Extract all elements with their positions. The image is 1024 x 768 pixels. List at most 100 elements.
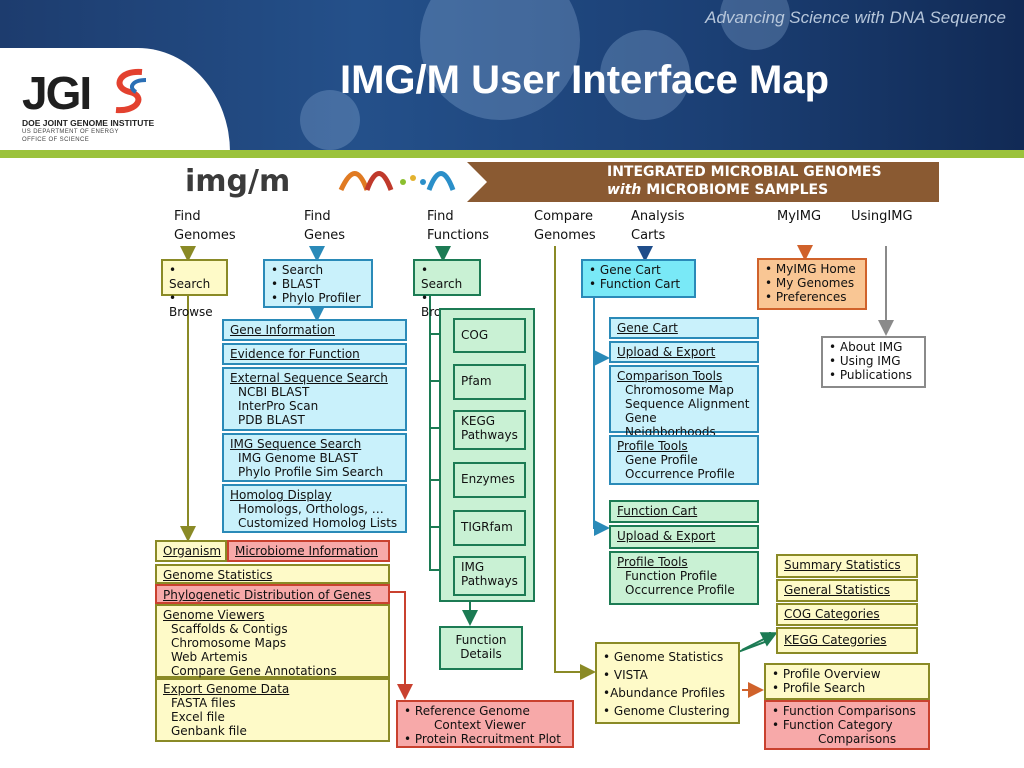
sequence-alignment-link[interactable]: Sequence Alignment (625, 397, 750, 411)
gene-profile-link[interactable]: Gene Profile (625, 453, 698, 467)
comparison-tools-box: Comparison Tools Chromosome Map Sequence… (609, 365, 759, 439)
pfam-link[interactable]: Pfam (453, 364, 526, 400)
genome-clustering-link[interactable]: • Genome Clustering (603, 704, 730, 718)
homologs-orthologs-link[interactable]: Homologs, Orthologs, … (238, 502, 384, 516)
vista-link[interactable]: • VISTA (603, 668, 648, 682)
phylo-profile-sim-search-link[interactable]: Phylo Profile Sim Search (238, 465, 384, 479)
reference-genome-box: • Reference Genome Context Viewer • Prot… (396, 700, 574, 748)
myimg-home-link[interactable]: • MyIMG Home (765, 262, 856, 276)
browse-genomes-link[interactable]: • Browse (169, 291, 213, 319)
chromosome-maps-link[interactable]: Chromosome Maps (171, 636, 287, 650)
external-sequence-search-link[interactable]: External Sequence Search (230, 371, 388, 385)
banner-line2-prefix: with (607, 182, 642, 198)
profile-search-link[interactable]: • Profile Search (772, 681, 866, 695)
compare-genomes-box: • Genome Statistics • VISTA •Abundance P… (595, 642, 740, 724)
evidence-for-function-link[interactable]: Evidence for Function (222, 343, 407, 365)
gene-occurrence-profile-link[interactable]: Occurrence Profile (625, 467, 735, 481)
search-functions-link[interactable]: • Search (421, 263, 463, 291)
external-sequence-search-box: External Sequence Search NCBI BLAST Inte… (222, 367, 407, 431)
genome-statistics-compare-link[interactable]: • Genome Statistics (603, 650, 724, 664)
compare-gene-annotations-link[interactable]: Compare Gene Annotations (171, 664, 337, 678)
pdb-blast-link[interactable]: PDB BLAST (238, 413, 305, 427)
homolog-display-link[interactable]: Homolog Display (230, 488, 332, 502)
phylo-profiler-link[interactable]: • Phylo Profiler (271, 291, 361, 305)
find-genes-box: • Search • BLAST • Phylo Profiler (263, 259, 373, 308)
function-cart-upload-export-link[interactable]: Upload & Export (609, 525, 759, 549)
publications-link[interactable]: • Publications (829, 368, 912, 382)
scaffolds-contigs-link[interactable]: Scaffolds & Contigs (171, 622, 288, 636)
protein-recruitment-plot-link[interactable]: • Protein Recruitment Plot (404, 732, 561, 746)
gene-cart-upload-export-link[interactable]: Upload & Export (609, 341, 759, 363)
using-img-link[interactable]: • Using IMG (829, 354, 901, 368)
kegg-categories-link[interactable]: KEGG Categories (776, 627, 918, 654)
find-genomes-box: • Search • Browse (161, 259, 228, 319)
function-profile-tools-link[interactable]: Profile Tools (617, 555, 688, 569)
gene-cart-link[interactable]: • Gene Cart (589, 263, 661, 277)
page-title: IMG/M User Interface Map (340, 58, 830, 102)
export-genome-data-link[interactable]: Export Genome Data (163, 682, 290, 696)
img-sequence-search-link[interactable]: IMG Sequence Search (230, 437, 362, 451)
genome-statistics-link[interactable]: Genome Statistics (155, 564, 390, 584)
helix-icon (338, 171, 456, 192)
genome-viewers-link[interactable]: Genome Viewers (163, 608, 265, 622)
about-img-link[interactable]: • About IMG (829, 340, 903, 354)
function-column-frame (439, 308, 535, 602)
web-artemis-link[interactable]: Web Artemis (171, 650, 248, 664)
nav-myimg[interactable]: MyIMG (777, 209, 822, 224)
usingimg-box: • About IMG • Using IMG • Publications (821, 336, 926, 388)
img-m-logo: img/m (185, 164, 291, 199)
fasta-files-link[interactable]: FASTA files (171, 696, 236, 710)
reference-genome-link[interactable]: • Reference Genome (404, 704, 530, 718)
img-genome-blast-link[interactable]: IMG Genome BLAST (238, 451, 358, 465)
profile-overview-link[interactable]: • Profile Overview (772, 667, 881, 681)
my-genomes-link[interactable]: • My Genomes (765, 276, 855, 290)
excel-file-link[interactable]: Excel file (171, 710, 225, 724)
preferences-link[interactable]: • Preferences (765, 290, 847, 304)
function-category-link[interactable]: • Function Category (772, 718, 893, 732)
comparisons-label[interactable]: Comparisons (818, 732, 897, 746)
function-occurrence-profile-link[interactable]: Occurrence Profile (625, 583, 735, 597)
tigrfam-link[interactable]: TIGRfam (453, 510, 526, 546)
cog-link[interactable]: COG (453, 318, 526, 353)
gene-information-link[interactable]: Gene Information (222, 319, 407, 341)
function-profile-tools-box: Profile Tools Function Profile Occurrenc… (609, 551, 759, 605)
enzymes-link[interactable]: Enzymes (453, 462, 526, 498)
summary-statistics-link[interactable]: Summary Statistics (776, 554, 918, 578)
gene-profile-tools-link[interactable]: Profile Tools (617, 439, 688, 453)
interpro-scan-link[interactable]: InterPro Scan (238, 399, 319, 413)
function-cart-link[interactable]: • Function Cart (589, 277, 681, 291)
function-profile-link[interactable]: Function Profile (625, 569, 718, 583)
customized-homolog-lists-link[interactable]: Customized Homolog Lists (238, 516, 398, 530)
ncbi-blast-link[interactable]: NCBI BLAST (238, 385, 310, 399)
search-genomes-link[interactable]: • Search (169, 263, 211, 291)
cog-categories-link[interactable]: COG Categories (776, 603, 918, 626)
genbank-file-link[interactable]: Genbank file (171, 724, 247, 738)
img-m-banner: img/m INTEGRATED MICROBIAL GENOMES with … (147, 162, 939, 202)
abundance-profiles-link[interactable]: •Abundance Profiles (603, 686, 726, 700)
blast-link[interactable]: • BLAST (271, 277, 321, 291)
banner-line2-rest: MICROBIOME SAMPLES (646, 182, 829, 198)
gene-profile-tools-box: Profile Tools Gene Profile Occurrence Pr… (609, 435, 759, 485)
search-genes-link[interactable]: • Search (271, 263, 324, 277)
microbiome-information-link[interactable]: Microbiome Information (227, 540, 390, 562)
chromosome-map-link[interactable]: Chromosome Map (625, 383, 734, 397)
nav-usingimg[interactable]: UsingIMG (851, 209, 913, 224)
function-cart-title-link[interactable]: Function Cart (609, 500, 759, 523)
homolog-display-box: Homolog Display Homologs, Orthologs, … C… (222, 484, 407, 533)
function-comparisons-link[interactable]: • Function Comparisons (772, 704, 916, 718)
organism-link[interactable]: Organism (155, 540, 227, 562)
general-statistics-link[interactable]: General Statistics (776, 579, 918, 602)
find-functions-box: • Search • Browse (413, 259, 481, 319)
phylogenetic-distribution-link[interactable]: Phylogenetic Distribution of Genes (155, 584, 390, 604)
gene-cart-title-link[interactable]: Gene Cart (609, 317, 759, 339)
comparison-tools-link[interactable]: Comparison Tools (617, 369, 723, 383)
context-viewer-label[interactable]: Context Viewer (434, 718, 526, 732)
